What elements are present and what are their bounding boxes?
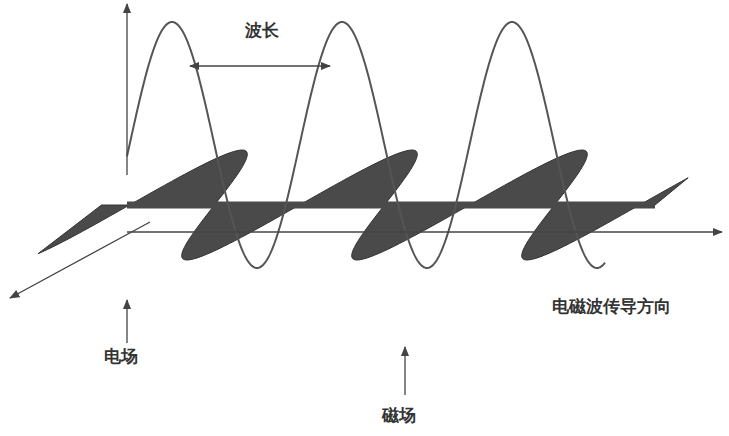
pointer-arrow xyxy=(404,347,405,395)
wavelength-label: 波长 xyxy=(245,20,279,40)
pointer-arrow xyxy=(126,300,127,343)
magnetic-lobe xyxy=(640,178,689,205)
magnetic-lobe xyxy=(38,205,130,254)
magnetic-lobe xyxy=(130,150,248,205)
depth-axis xyxy=(10,222,150,298)
direction-label: 电磁波传导方向 xyxy=(552,296,671,316)
field-label: 电场 xyxy=(104,346,138,366)
magnetic-band xyxy=(127,202,655,209)
axes xyxy=(10,4,722,395)
magnetic-lobe xyxy=(470,150,588,205)
propagation-axis xyxy=(127,231,722,232)
electric-field xyxy=(127,22,605,268)
magnetic-field xyxy=(38,150,688,260)
electric-wave xyxy=(127,22,605,268)
vertical-axis xyxy=(126,4,127,175)
wavelength-arrow xyxy=(190,65,330,66)
magnetic-lobe xyxy=(300,150,418,205)
field-label: 磁场 xyxy=(382,405,416,425)
